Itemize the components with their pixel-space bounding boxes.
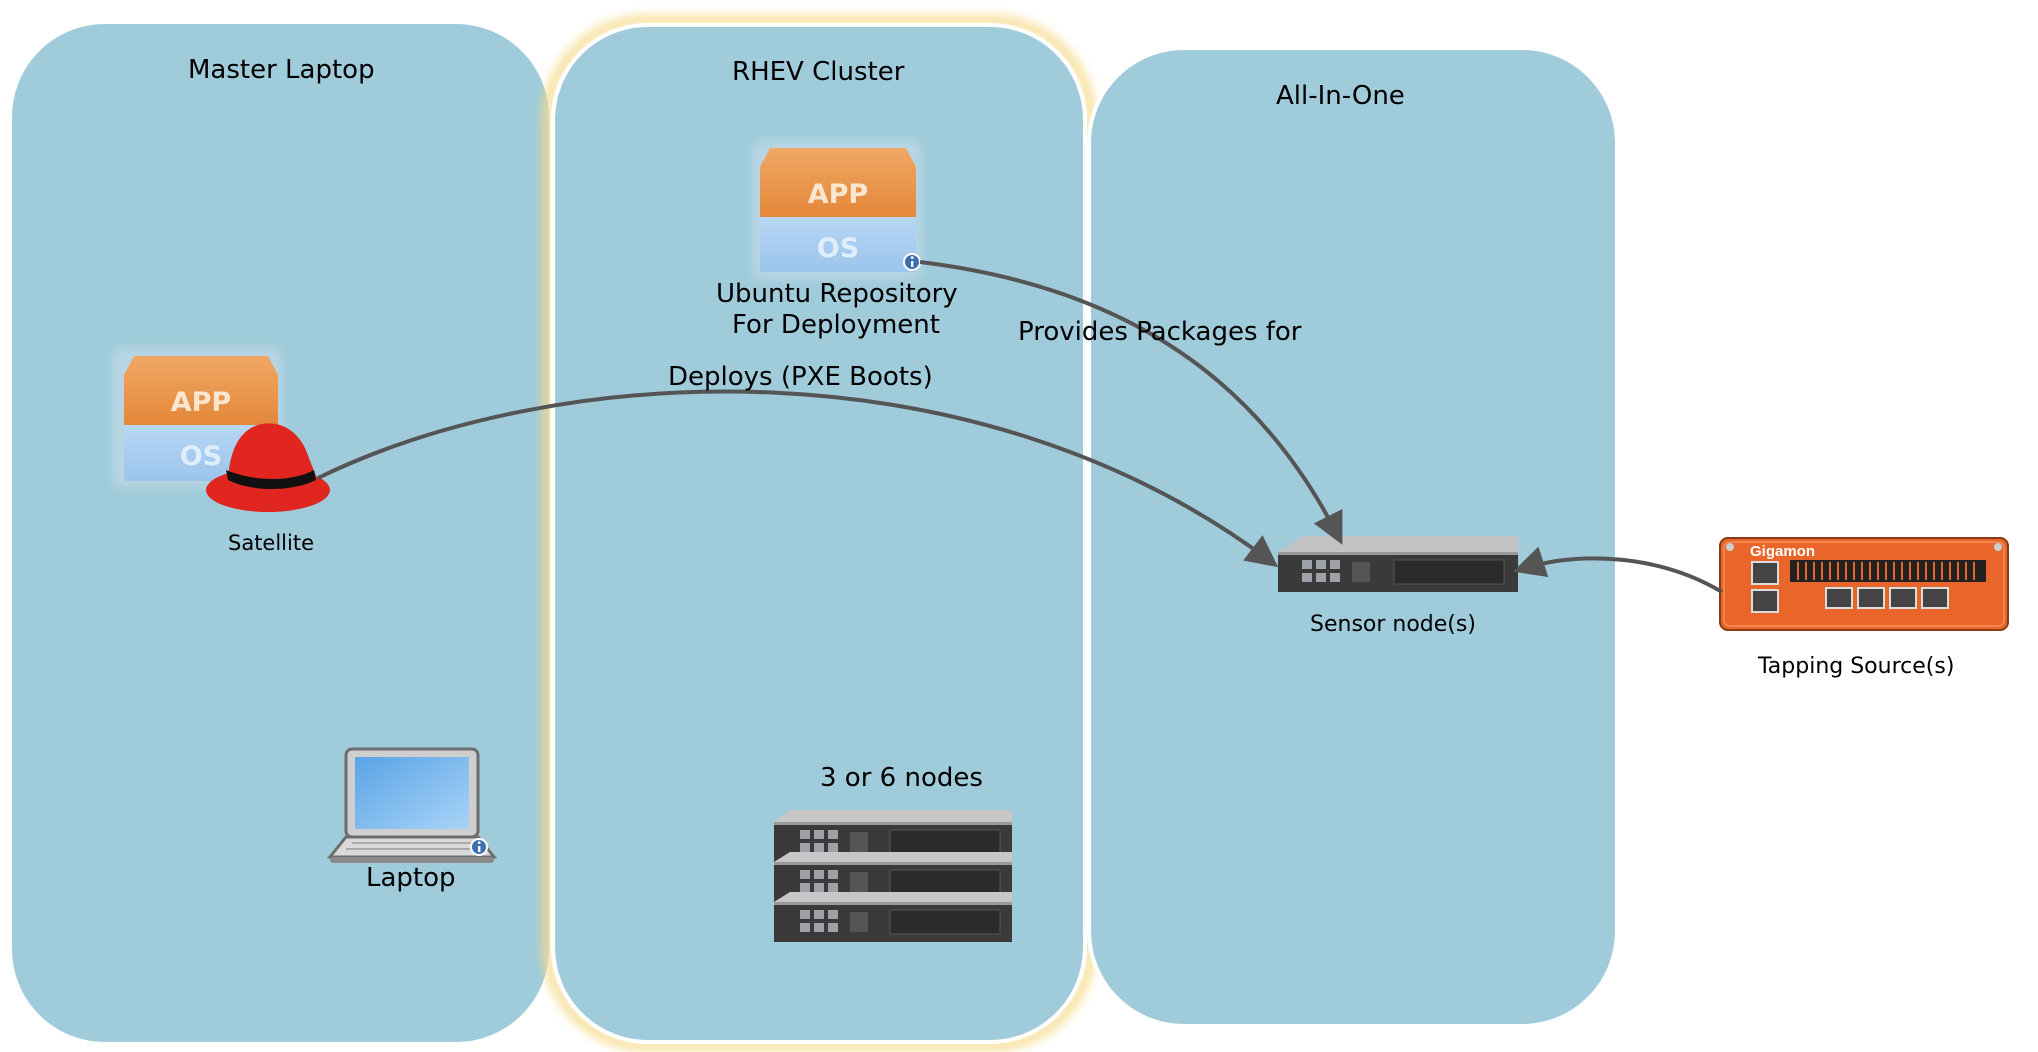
laptop-info-icon[interactable] (470, 838, 488, 856)
zone-title-rhev-cluster: RHEV Cluster (732, 57, 905, 87)
cluster-nodes-label: 3 or 6 nodes (820, 763, 983, 793)
zone-title-master-laptop: Master Laptop (188, 55, 375, 85)
cluster-server-3 (774, 892, 1012, 942)
svg-text:APP: APP (808, 179, 868, 210)
gigamon-tap-icon: Gigamon (1719, 537, 2009, 631)
svg-text:OS: OS (817, 233, 859, 264)
ubuntu-repo-label-line2: For Deployment (732, 310, 940, 340)
edge-provides-label: Provides Packages for (1018, 317, 1302, 347)
svg-text:APP: APP (171, 387, 231, 418)
cluster-nodes-icon (774, 810, 1012, 942)
ubuntu-repo-info-icon[interactable] (903, 253, 921, 271)
tap-brand: Gigamon (1750, 543, 1815, 560)
laptop-label: Laptop (366, 863, 456, 893)
ubuntu-repo-label-line1: Ubuntu Repository (716, 279, 958, 309)
laptop-icon (326, 747, 498, 863)
svg-text:OS: OS (180, 441, 222, 472)
edge-tap-to-sensor (1512, 546, 1724, 594)
edge-deploys (317, 389, 1279, 568)
zone-rhev-cluster (551, 23, 1087, 1044)
ubuntu-repo-app-os-icon: APP OS (752, 140, 922, 280)
tap-label: Tapping Source(s) (1758, 654, 1955, 679)
satellite-label: Satellite (228, 531, 315, 555)
edge-deploys-label: Deploys (PXE Boots) (668, 362, 933, 392)
sensor-label: Sensor node(s) (1310, 612, 1476, 637)
cluster-server-2 (774, 852, 1012, 902)
redhat-icon (206, 423, 330, 512)
zone-title-all-in-one: All-In-One (1276, 81, 1405, 111)
edge-provides (919, 260, 1343, 545)
sensor-server-icon (1278, 536, 1518, 592)
